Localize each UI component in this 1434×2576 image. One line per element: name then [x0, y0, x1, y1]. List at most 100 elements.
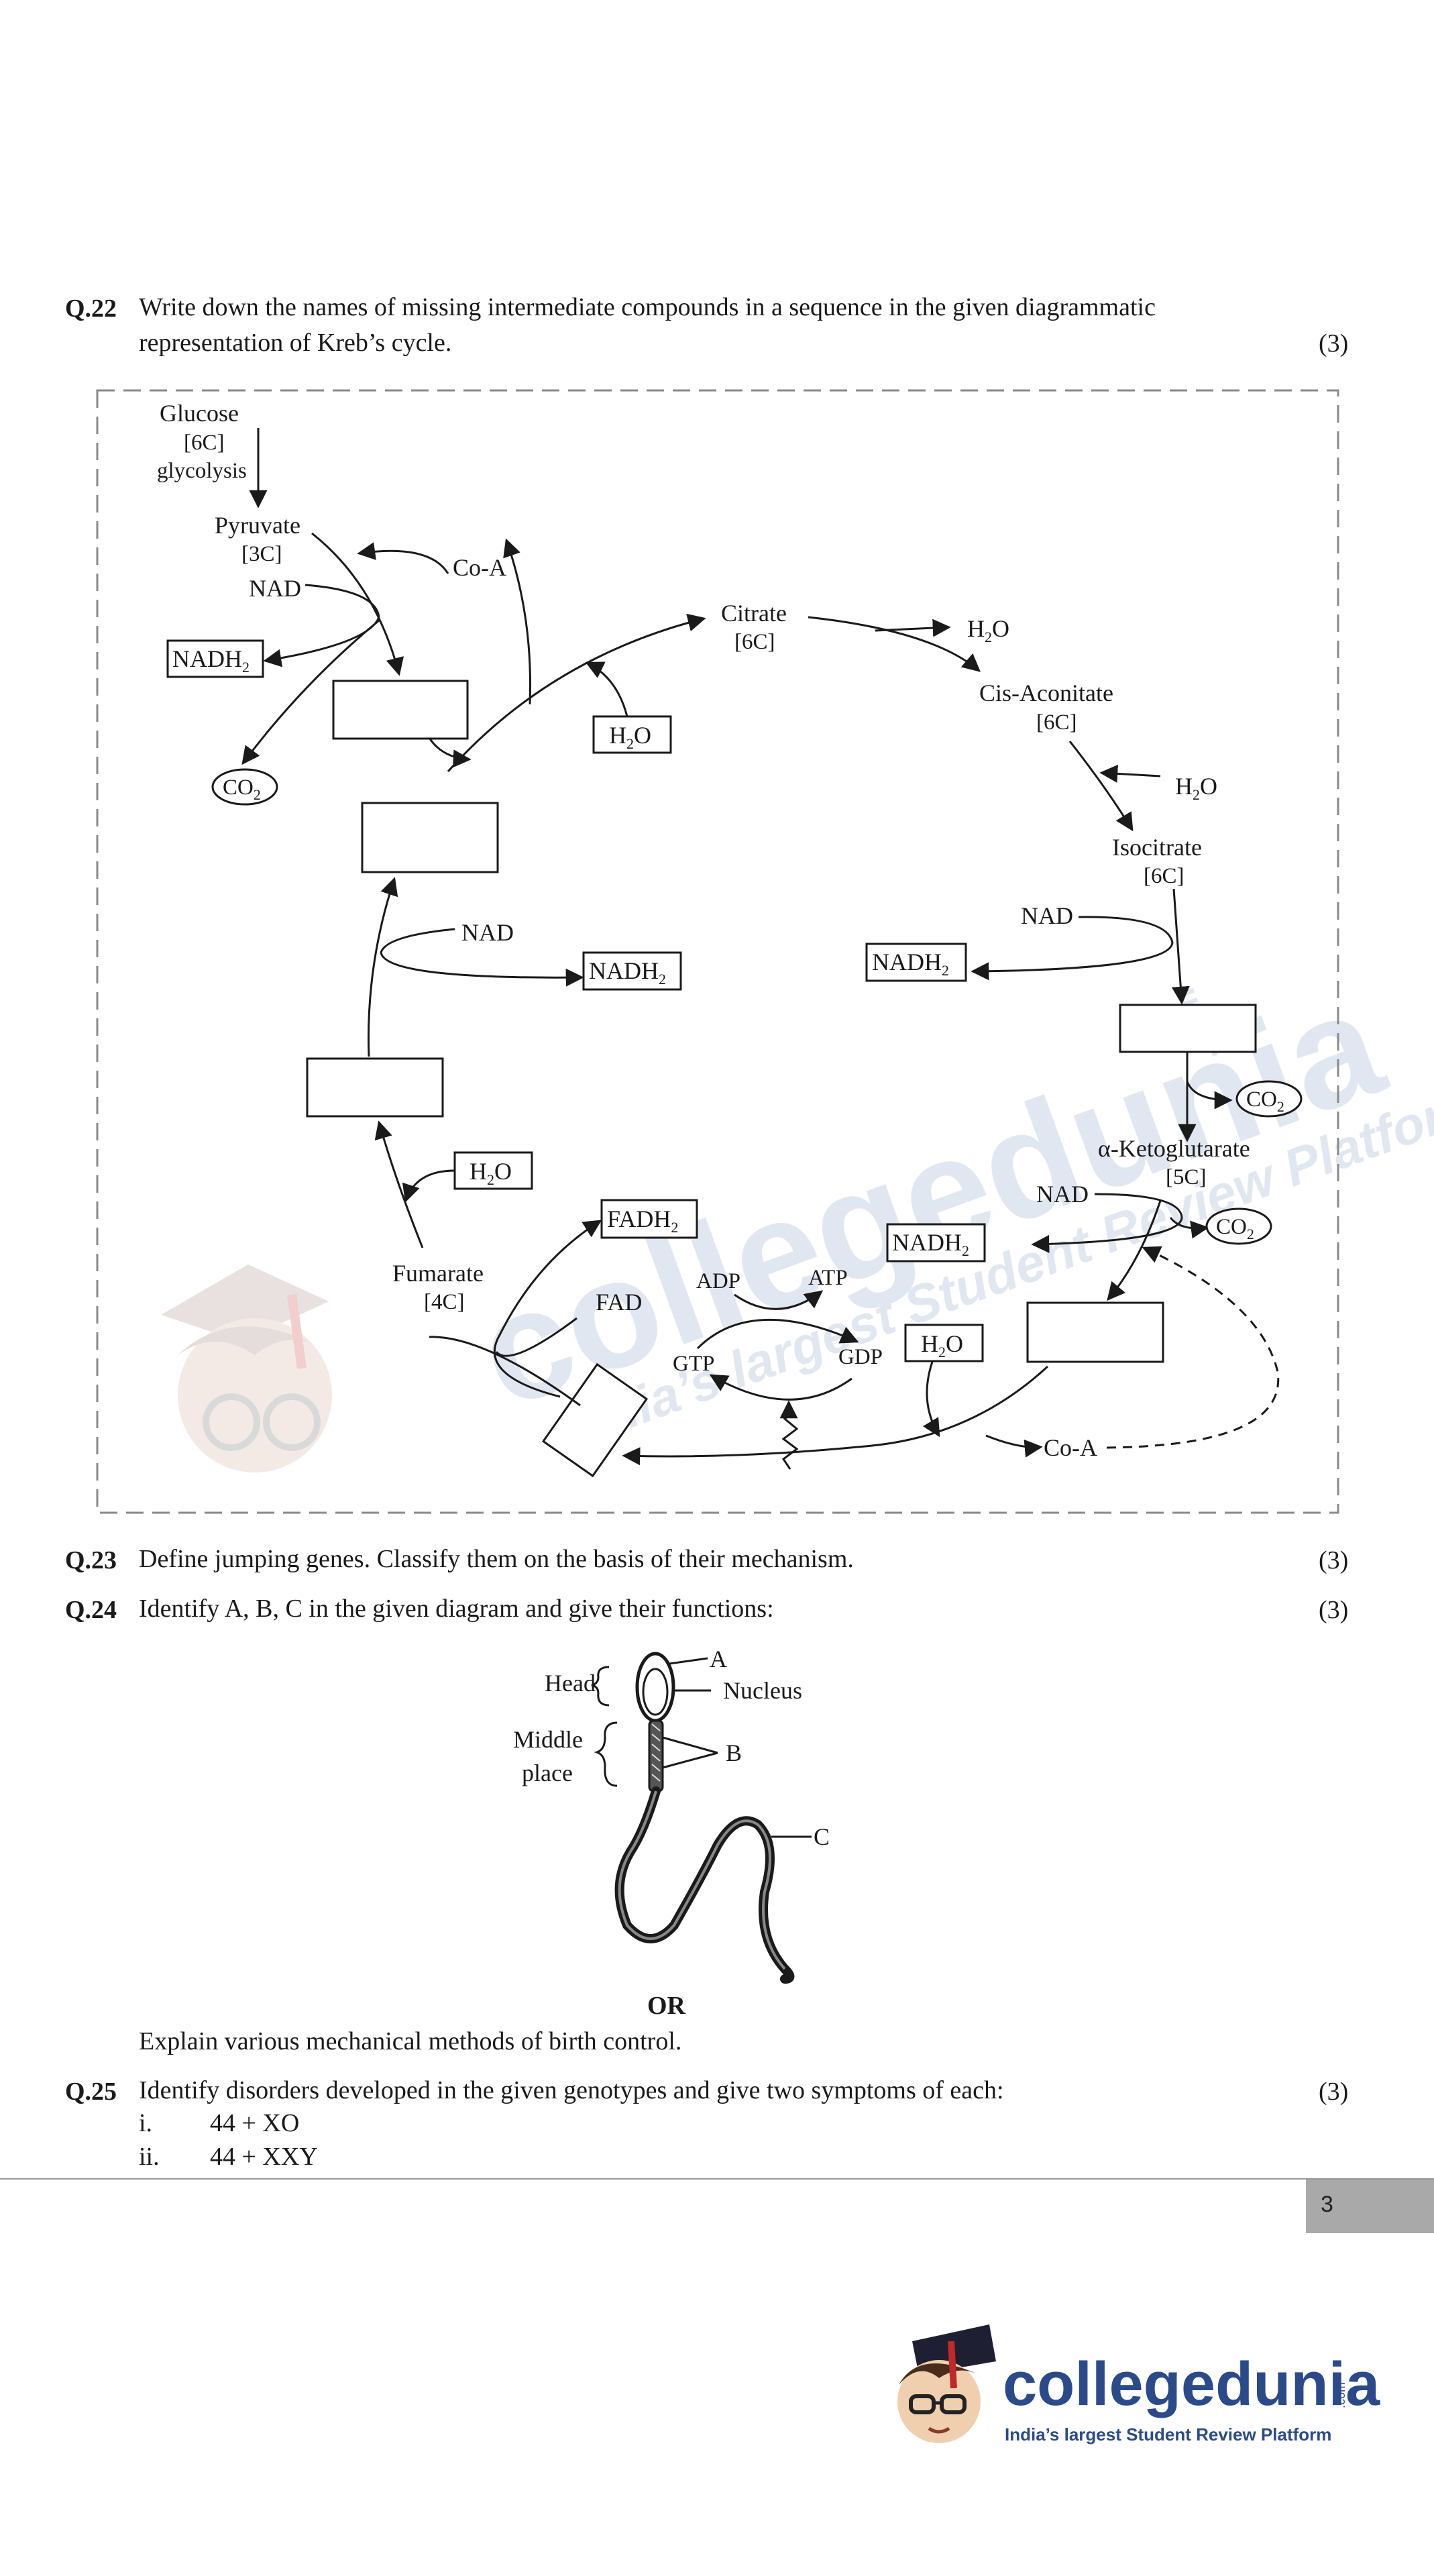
- q22-text-line1: Write down the names of missing intermed…: [139, 293, 1156, 321]
- q24-alt-text: Explain various mechanical methods of bi…: [139, 2027, 682, 2055]
- label-cis-aconitate: Cis-Aconitate: [979, 680, 1113, 706]
- sperm-nucleus: [642, 1668, 669, 1716]
- label-atp: ATP: [808, 1266, 848, 1290]
- blank-box-2: [1119, 1004, 1257, 1053]
- sperm-label-place: place: [522, 1760, 573, 1786]
- q22-marks: (3): [1319, 329, 1349, 358]
- ellipse-co2-1: [211, 768, 278, 806]
- q25-item-i-label: i.: [139, 2109, 153, 2137]
- page-number: 3: [1321, 2192, 1333, 2217]
- q23-number: Q.23: [65, 1546, 117, 1574]
- label-co2-3: CO: [1216, 1215, 1247, 1239]
- footer-divider: [0, 2178, 1434, 2180]
- q24-text: Identify A, B, C in the given diagram an…: [139, 1595, 774, 1623]
- label-nad-1: NAD: [249, 575, 301, 602]
- label-fadh: FADH: [607, 1205, 671, 1232]
- sperm-label-middle: Middle: [513, 1726, 583, 1753]
- label-adp: ADP: [696, 1269, 740, 1293]
- label-citrate: Citrate: [721, 600, 787, 627]
- blank-box-1: [332, 680, 469, 740]
- svg-text:H2O: H2O: [470, 1158, 512, 1188]
- label-nad-2: NAD: [1021, 902, 1073, 929]
- q22-text-line2: representation of Kreb’s cycle.: [139, 329, 452, 357]
- label-gtp: GTP: [673, 1352, 714, 1376]
- label-glucose: Glucose: [160, 400, 239, 427]
- label-nadh-1: NADH: [172, 645, 242, 672]
- label-coa-2: Co-A: [1044, 1434, 1097, 1461]
- q24-or: OR: [647, 1992, 685, 2020]
- logo-mascot-icon: [897, 2324, 996, 2443]
- collegedunia-logo: collegedunia .com India’s largest Studen…: [897, 2324, 1380, 2445]
- label-akg: α-Ketoglutarate: [1098, 1135, 1250, 1162]
- label-pyruvate: Pyruvate: [215, 512, 300, 539]
- svg-text:FADH2: FADH2: [607, 1205, 678, 1236]
- svg-text:H2O: H2O: [967, 615, 1009, 645]
- q25-number: Q.25: [65, 2078, 117, 2106]
- svg-text:CO2: CO2: [223, 775, 261, 803]
- q23-text: Define jumping genes. Classify them on t…: [139, 1545, 854, 1573]
- sperm-label-c: C: [814, 1823, 830, 1850]
- svg-text:CO2: CO2: [1216, 1215, 1254, 1242]
- label-h2o-5: H: [470, 1158, 487, 1185]
- box-nadh2-1: [166, 639, 264, 678]
- watermark: collegedunia .com India’s largest Studen…: [161, 955, 1434, 1472]
- watermark-mascot: [161, 1265, 332, 1472]
- label-h2o-3: H: [1175, 773, 1193, 800]
- q23-marks: (3): [1319, 1546, 1349, 1574]
- box-h2o-1: [592, 715, 672, 754]
- label-nad-3: NAD: [1036, 1181, 1089, 1208]
- svg-text:H2O: H2O: [609, 722, 651, 752]
- logo-tagline: India’s largest Student Review Platform: [1005, 2424, 1331, 2445]
- sperm-label-nucleus: Nucleus: [723, 1677, 802, 1704]
- q25-marks: (3): [1319, 2078, 1349, 2106]
- diagram-frame: [96, 389, 1339, 1514]
- label-h2o-1: H: [609, 722, 626, 749]
- sperm-label-head: Head: [545, 1670, 596, 1697]
- label-nadh-4: NADH: [589, 957, 659, 984]
- logo-brand: collegedunia: [1003, 2350, 1380, 2418]
- sperm-middle-piece: [648, 1719, 664, 1792]
- label-nadh-3: NADH: [892, 1229, 962, 1256]
- ellipse-co2-3: [1205, 1208, 1272, 1245]
- label-fumarate: Fumarate: [392, 1260, 484, 1287]
- label-co2-2: CO: [1246, 1087, 1277, 1112]
- blank-box-4: [541, 1362, 649, 1478]
- label-pyruvate-3c: [3C]: [241, 542, 282, 566]
- label-gdp: GDP: [838, 1345, 883, 1369]
- label-fumarate-4c: [4C]: [424, 1290, 465, 1314]
- label-akg-5c: [5C]: [1166, 1165, 1207, 1189]
- q25-text: Identify disorders developed in the give…: [139, 2076, 1004, 2104]
- label-glucose-6c: [6C]: [184, 431, 225, 455]
- label-cis-6c: [6C]: [1036, 710, 1077, 735]
- label-isocitrate-6c: [6C]: [1144, 864, 1184, 888]
- label-nadh-2: NADH: [872, 949, 942, 975]
- q25-item-ii-label: ii.: [139, 2143, 160, 2171]
- box-h2o-3: [453, 1151, 533, 1190]
- q22-number: Q.22: [65, 294, 117, 323]
- sperm-diagram: Head A Nucleus Middle place B C: [513, 1646, 830, 1984]
- q24-number: Q.24: [65, 1596, 117, 1624]
- svg-text:H2O: H2O: [1175, 773, 1217, 803]
- box-nadh2-3: [886, 1223, 986, 1263]
- krebs-cycle-diagram: collegedunia .com India’s largest Studen…: [96, 389, 1434, 1514]
- q25-item-i-text: 44 + XO: [210, 2109, 300, 2137]
- page-number-box: 3: [1306, 2180, 1434, 2233]
- blank-box-3: [1026, 1301, 1164, 1363]
- label-isocitrate: Isocitrate: [1112, 834, 1202, 861]
- svg-text:NADH2: NADH2: [892, 1229, 969, 1259]
- label-h2o-2: H: [967, 615, 985, 642]
- sperm-label-b: B: [726, 1739, 742, 1766]
- svg-text:CO2: CO2: [1246, 1087, 1284, 1115]
- svg-text:H2O: H2O: [921, 1330, 963, 1360]
- q25-item-ii-text: 44 + XXY: [210, 2143, 318, 2171]
- box-h2o-2: [904, 1324, 984, 1362]
- q24-marks: (3): [1319, 1596, 1349, 1624]
- svg-text:NADH2: NADH2: [172, 645, 250, 676]
- svg-text:NADH2: NADH2: [872, 949, 949, 979]
- svg-text:NADH2: NADH2: [589, 957, 666, 987]
- blank-box-6: [361, 802, 499, 873]
- label-co2-1: CO: [223, 775, 254, 800]
- box-nadh2-2: [865, 943, 967, 982]
- label-fad: FAD: [596, 1289, 642, 1316]
- label-citrate-6c: [6C]: [734, 630, 775, 654]
